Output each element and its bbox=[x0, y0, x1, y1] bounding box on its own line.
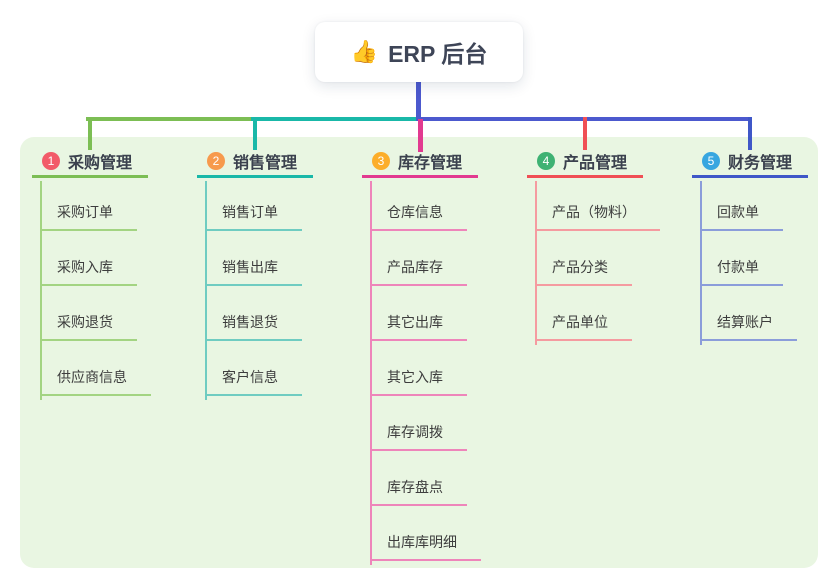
node-other-inbound[interactable]: 其它入库 bbox=[370, 361, 467, 396]
connector-horizontal-teal bbox=[251, 117, 418, 121]
connector-drop-inventory bbox=[418, 119, 423, 152]
branch-spine-line bbox=[700, 181, 702, 345]
node-purchase-inbound[interactable]: 采购入库 bbox=[40, 251, 137, 286]
branch-title-label: 财务管理 bbox=[728, 154, 793, 172]
root-node[interactable]: 👍 ERP 后台 bbox=[315, 22, 523, 82]
node-stock-transfer[interactable]: 库存调拨 bbox=[370, 416, 467, 451]
branch-header-sales[interactable]: 2 销售管理 bbox=[197, 146, 313, 178]
connector-drop-purchase bbox=[88, 117, 92, 150]
branch-title-label: 产品管理 bbox=[563, 154, 628, 172]
mindmap-panel bbox=[20, 137, 818, 568]
connector-trunk-line bbox=[416, 80, 421, 118]
node-payment-doc[interactable]: 付款单 bbox=[700, 251, 783, 286]
connector-horizontal-green bbox=[86, 117, 253, 121]
node-sales-return[interactable]: 销售退货 bbox=[205, 306, 302, 341]
branch-header-inventory[interactable]: 3 库存管理 bbox=[362, 146, 478, 178]
node-supplier-info[interactable]: 供应商信息 bbox=[40, 361, 151, 396]
node-settlement-account[interactable]: 结算账户 bbox=[700, 306, 797, 341]
branch-header-product[interactable]: 4 产品管理 bbox=[527, 146, 643, 178]
branch-header-purchase[interactable]: 1 采购管理 bbox=[32, 146, 148, 178]
connector-drop-finance bbox=[748, 117, 752, 150]
branch-number-badge: 1 bbox=[42, 151, 60, 170]
node-outbound-detail[interactable]: 出库库明细 bbox=[370, 526, 481, 561]
node-receipt-doc[interactable]: 回款单 bbox=[700, 196, 783, 231]
node-customer-info[interactable]: 客户信息 bbox=[205, 361, 302, 396]
branch-number-badge: 4 bbox=[537, 151, 555, 170]
node-other-outbound[interactable]: 其它出库 bbox=[370, 306, 467, 341]
node-purchase-order[interactable]: 采购订单 bbox=[40, 196, 137, 231]
node-stock-check[interactable]: 库存盘点 bbox=[370, 471, 467, 506]
node-purchase-return[interactable]: 采购退货 bbox=[40, 306, 137, 341]
branch-number-badge: 5 bbox=[702, 151, 720, 170]
branch-number-badge: 3 bbox=[372, 151, 390, 170]
branch-title-label: 采购管理 bbox=[68, 154, 133, 172]
root-node-label: ERP 后台 bbox=[388, 41, 488, 67]
branch-number-badge: 2 bbox=[207, 151, 225, 170]
branch-spine-line bbox=[370, 181, 372, 565]
thumbs-up-icon: 👍 bbox=[350, 39, 379, 64]
connector-drop-product bbox=[583, 117, 587, 150]
node-product-material[interactable]: 产品（物料） bbox=[535, 196, 660, 231]
branch-spine-line bbox=[535, 181, 537, 345]
branch-header-finance[interactable]: 5 财务管理 bbox=[692, 146, 808, 178]
node-product-unit[interactable]: 产品单位 bbox=[535, 306, 632, 341]
branch-title-label: 销售管理 bbox=[233, 154, 298, 172]
connector-drop-sales bbox=[253, 117, 257, 150]
node-product-stock[interactable]: 产品库存 bbox=[370, 251, 467, 286]
branch-title-label: 库存管理 bbox=[398, 154, 463, 172]
node-sales-outbound[interactable]: 销售出库 bbox=[205, 251, 302, 286]
branch-spine-line bbox=[205, 181, 207, 400]
node-sales-order[interactable]: 销售订单 bbox=[205, 196, 302, 231]
node-warehouse-info[interactable]: 仓库信息 bbox=[370, 196, 467, 231]
node-product-category[interactable]: 产品分类 bbox=[535, 251, 632, 286]
branch-spine-line bbox=[40, 181, 42, 400]
